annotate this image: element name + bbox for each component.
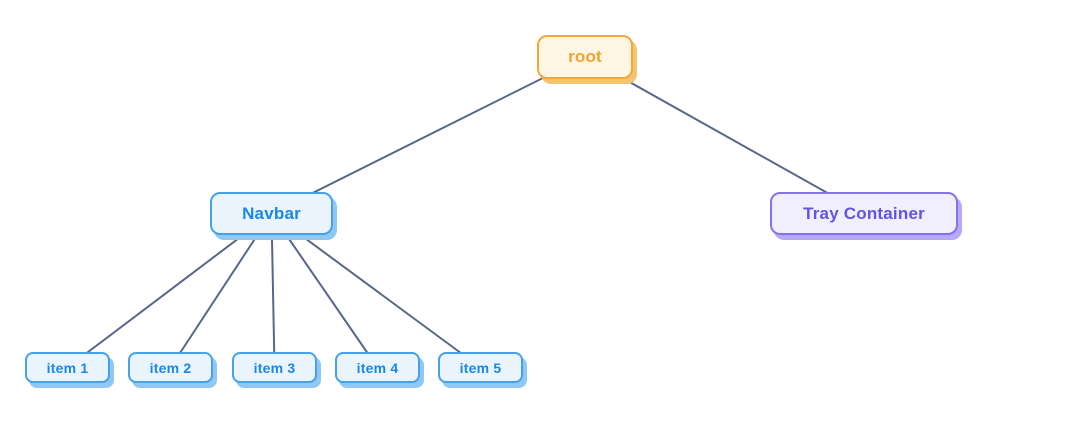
tree-node-item-5-label: item 5 [459, 359, 502, 376]
tree-node-item-4-label: item 4 [356, 359, 399, 376]
tree-node-item-2-label: item 2 [149, 359, 192, 376]
tree-node-tray-container-label: Tray Container [803, 203, 925, 223]
tree-node-item-3-label: item 3 [253, 359, 296, 376]
tree-node-item-1-label: item 1 [46, 359, 89, 376]
tree-node-item-1[interactable]: item 1 [25, 352, 110, 383]
tree-node-tray-container[interactable]: Tray Container [770, 192, 958, 235]
tree-node-root-label: root [568, 47, 602, 66]
tree-node-item-3[interactable]: item 3 [232, 352, 317, 383]
tree-node-item-5[interactable]: item 5 [438, 352, 523, 383]
tree-node-navbar-label: Navbar [242, 203, 301, 223]
tree-node-navbar[interactable]: Navbar [210, 192, 333, 235]
tree-node-root[interactable]: root [537, 35, 633, 79]
tree-node-item-2[interactable]: item 2 [128, 352, 213, 383]
tree-node-item-4[interactable]: item 4 [335, 352, 420, 383]
